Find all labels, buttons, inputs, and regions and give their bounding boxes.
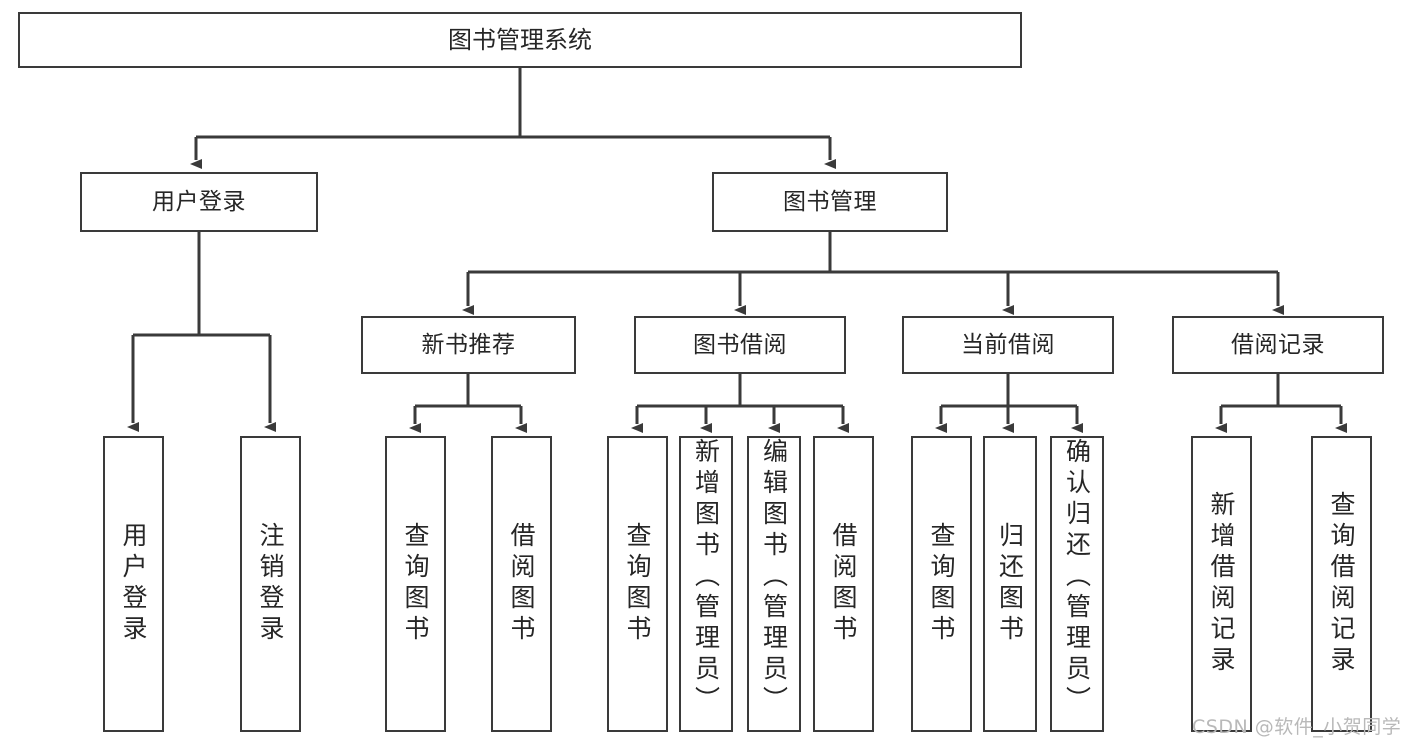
leaf-query-book-current[interactable]: 查询图书 bbox=[911, 436, 972, 732]
leaf-query-book-borrow[interactable]: 查询图书 bbox=[607, 436, 668, 732]
node-book-borrow[interactable]: 图书借阅 bbox=[634, 316, 846, 374]
node-current-borrow[interactable]: 当前借阅 bbox=[902, 316, 1114, 374]
node-user-login[interactable]: 用户登录 bbox=[80, 172, 318, 232]
leaf-borrow-book[interactable]: 借阅图书 bbox=[813, 436, 874, 732]
leaf-logout-login[interactable]: 注销登录 bbox=[240, 436, 301, 732]
leaf-label: 查询图书 bbox=[623, 522, 652, 646]
leaf-confirm-return-admin[interactable]: 确认归还（管理员） bbox=[1050, 436, 1104, 732]
leaf-label: 新增借阅记录 bbox=[1207, 491, 1236, 677]
node-new-book-recommend[interactable]: 新书推荐 bbox=[361, 316, 576, 374]
node-root-system[interactable]: 图书管理系统 bbox=[18, 12, 1022, 68]
leaf-label: 借阅图书 bbox=[507, 522, 536, 646]
leaf-label: 注销登录 bbox=[256, 522, 285, 646]
leaf-query-book-new[interactable]: 查询图书 bbox=[385, 436, 446, 732]
leaf-user-login[interactable]: 用户登录 bbox=[103, 436, 164, 732]
leaf-query-borrow-record[interactable]: 查询借阅记录 bbox=[1311, 436, 1372, 732]
leaf-add-borrow-record[interactable]: 新增借阅记录 bbox=[1191, 436, 1252, 732]
leaf-label: 归还图书 bbox=[995, 522, 1025, 646]
leaf-label: 借阅图书 bbox=[829, 522, 858, 646]
leaf-label: 查询图书 bbox=[401, 522, 430, 646]
leaf-return-book[interactable]: 归还图书 bbox=[983, 436, 1037, 732]
leaf-label: 查询借阅记录 bbox=[1327, 491, 1356, 677]
leaf-add-book-admin[interactable]: 新增图书（管理员） bbox=[679, 436, 733, 732]
leaf-label: 查询图书 bbox=[927, 522, 956, 646]
node-borrow-record[interactable]: 借阅记录 bbox=[1172, 316, 1384, 374]
leaf-edit-book-admin[interactable]: 编辑图书（管理员） bbox=[747, 436, 801, 732]
leaf-label: 用户登录 bbox=[119, 522, 148, 646]
leaf-label: 确认归还（管理员） bbox=[1062, 438, 1092, 717]
leaf-label: 新增图书（管理员） bbox=[691, 438, 721, 717]
node-book-management[interactable]: 图书管理 bbox=[712, 172, 948, 232]
leaf-borrow-book-new[interactable]: 借阅图书 bbox=[491, 436, 552, 732]
leaf-label: 编辑图书（管理员） bbox=[759, 438, 789, 717]
csdn-watermark: CSDN @软件_小贺同学 bbox=[1192, 716, 1402, 738]
